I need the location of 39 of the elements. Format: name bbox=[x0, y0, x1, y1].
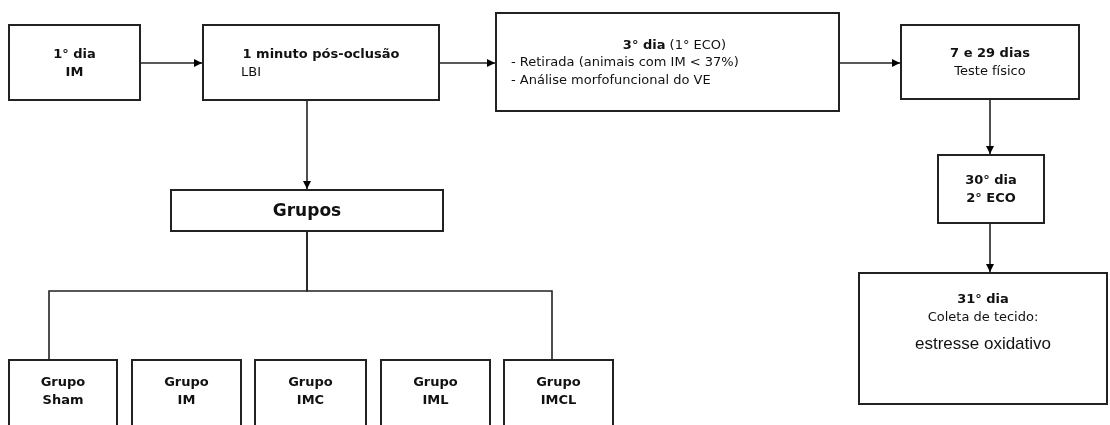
step-title: Grupo IML bbox=[412, 373, 459, 409]
step-title: 1° dia bbox=[53, 44, 96, 63]
step-title: 3° dia (1° ECO) bbox=[622, 35, 727, 54]
arrow bbox=[839, 59, 901, 67]
step-text: Coleta de tecido: bbox=[927, 307, 1039, 326]
group-box bbox=[254, 359, 367, 425]
step-title: Grupos bbox=[272, 199, 342, 222]
step-text: 2° ECO bbox=[966, 189, 1016, 207]
group-box bbox=[131, 359, 242, 425]
group-box bbox=[8, 359, 118, 425]
step-title: Grupo IMC bbox=[287, 373, 334, 409]
process-box bbox=[8, 24, 141, 101]
process-box bbox=[937, 154, 1045, 224]
step-text: Teste físico bbox=[954, 62, 1026, 80]
process-box bbox=[495, 12, 840, 112]
process-box bbox=[858, 272, 1108, 405]
step-title: Grupo IM bbox=[163, 373, 210, 409]
step-title: Grupo Sham bbox=[39, 373, 87, 409]
step-title: 30° dia bbox=[965, 171, 1017, 189]
arrow bbox=[439, 59, 496, 67]
connector-line bbox=[306, 231, 553, 360]
process-box bbox=[900, 24, 1080, 100]
arrow bbox=[986, 223, 994, 273]
arrow bbox=[303, 100, 311, 190]
step-text: - Análise morfofuncional do VE bbox=[511, 70, 711, 89]
step-text: - Retirada (animais com IM < 37%) bbox=[511, 53, 739, 71]
group-box bbox=[503, 359, 614, 425]
step-title: 7 e 29 dias bbox=[950, 44, 1030, 62]
step-title: 1 minuto pós-oclusão bbox=[242, 44, 400, 63]
group-header-box bbox=[170, 189, 444, 232]
group-box bbox=[380, 359, 491, 425]
step-title: 31° dia bbox=[957, 290, 1009, 308]
step-text: IM bbox=[65, 62, 84, 81]
arrow bbox=[140, 59, 203, 67]
step-text: estresse oxidativo bbox=[914, 333, 1052, 356]
step-text: LBI bbox=[241, 62, 261, 81]
step-title: Grupo IMCL bbox=[535, 373, 582, 409]
arrow bbox=[986, 99, 994, 155]
process-box bbox=[202, 24, 440, 101]
